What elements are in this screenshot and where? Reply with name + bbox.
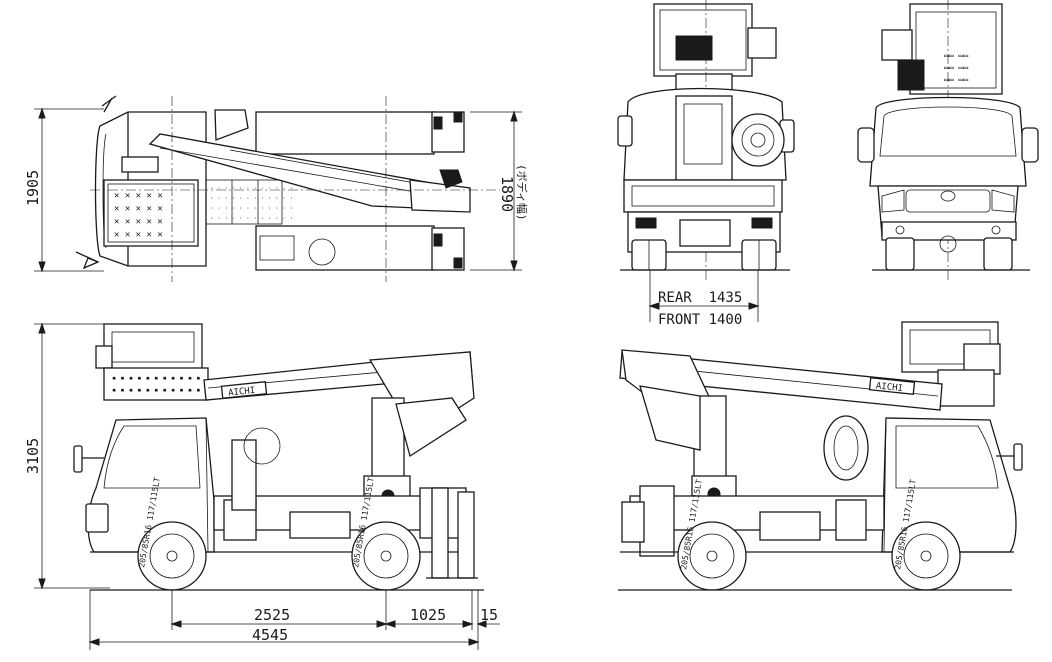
front-view: ▭▭ ▭▭ ▭▭ ▭▭ ▭▭ ▭▭: [857, 0, 1039, 280]
svg-text:· · · · · · · · · · · ·: · · · · · · · · · · · ·: [210, 215, 293, 222]
svg-text:▭▭ ▭▭: ▭▭ ▭▭: [944, 51, 968, 60]
svg-text:· · · · · · · · · · · ·: · · · · · · · · · · · ·: [210, 195, 293, 202]
svg-text:✕ ✕ ✕ ✕ ✕: ✕ ✕ ✕ ✕ ✕: [114, 191, 163, 201]
svg-text:▭▭ ▭▭: ▭▭ ▭▭: [944, 75, 968, 84]
top-view: 1905 ✕ ✕ ✕ ✕ ✕ ✕ ✕ ✕ ✕ ✕ ✕ ✕ ✕ ✕ ✕ ✕ ✕ ✕…: [24, 95, 529, 282]
dim-height: 3105: [24, 438, 42, 474]
svg-text:· · · · · · · · · · · ·: · · · · · · · · · · · ·: [210, 205, 293, 212]
deck-dot-grid: · · · · · · · · · · · · · · · · · · · · …: [210, 185, 293, 222]
dim-wheelbase: 2525: [254, 606, 290, 624]
svg-text:✕ ✕ ✕ ✕ ✕: ✕ ✕ ✕ ✕ ✕: [114, 217, 163, 227]
svg-text:▭▭ ▭▭: ▭▭ ▭▭: [944, 63, 968, 72]
dim-top-width: 1905: [24, 170, 42, 206]
dim-body-width: 1890: [498, 176, 516, 212]
dim-rear-track: REAR 1435: [658, 290, 742, 306]
dim-body-width-note: (ボディ幅): [515, 164, 529, 220]
dim-rear-extra: 15: [480, 606, 498, 624]
front-basket-pattern: ▭▭ ▭▭ ▭▭ ▭▭ ▭▭ ▭▭: [944, 51, 968, 84]
basket-side-dots: ▪ ▪ ▪ ▪ ▪ ▪ ▪ ▪ ▪ ▪ ▪ ▪ ▪ ▪ ▪ ▪ ▪ ▪ ▪ ▪ …: [112, 374, 201, 394]
dim-rear-overhang: 1025: [410, 606, 446, 624]
boom-brand-left: AICHI: [228, 386, 256, 399]
dim-front-track: FRONT 1400: [658, 312, 742, 328]
svg-text:▪ ▪ ▪ ▪ ▪ ▪ ▪ ▪ ▪ ▪ ▪: ▪ ▪ ▪ ▪ ▪ ▪ ▪ ▪ ▪ ▪ ▪: [112, 386, 201, 394]
boom-brand-right: AICHI: [875, 381, 903, 394]
left-side-view: 3105 ▪ ▪ ▪ ▪ ▪ ▪ ▪ ▪ ▪ ▪ ▪ ▪ ▪ ▪ ▪ ▪ ▪ ▪…: [24, 322, 500, 650]
svg-text:· · · · · · · · · · · ·: · · · · · · · · · · · ·: [210, 185, 293, 192]
svg-text:✕ ✕ ✕ ✕ ✕: ✕ ✕ ✕ ✕ ✕: [114, 204, 163, 214]
right-side-view: AICHI 205/85R16 117/115LT 205/85R16 117/…: [618, 321, 1023, 591]
svg-text:▪ ▪ ▪ ▪ ▪ ▪ ▪ ▪ ▪ ▪ ▪: ▪ ▪ ▪ ▪ ▪ ▪ ▪ ▪ ▪ ▪ ▪: [112, 374, 201, 382]
svg-text:✕ ✕ ✕ ✕ ✕: ✕ ✕ ✕ ✕ ✕: [114, 230, 163, 240]
dim-overall-length: 4545: [252, 626, 288, 644]
rear-view: REAR 1435 FRONT 1400: [617, 0, 795, 328]
basket-floor-pattern: ✕ ✕ ✕ ✕ ✕ ✕ ✕ ✕ ✕ ✕ ✕ ✕ ✕ ✕ ✕ ✕ ✕ ✕ ✕ ✕: [114, 191, 163, 240]
